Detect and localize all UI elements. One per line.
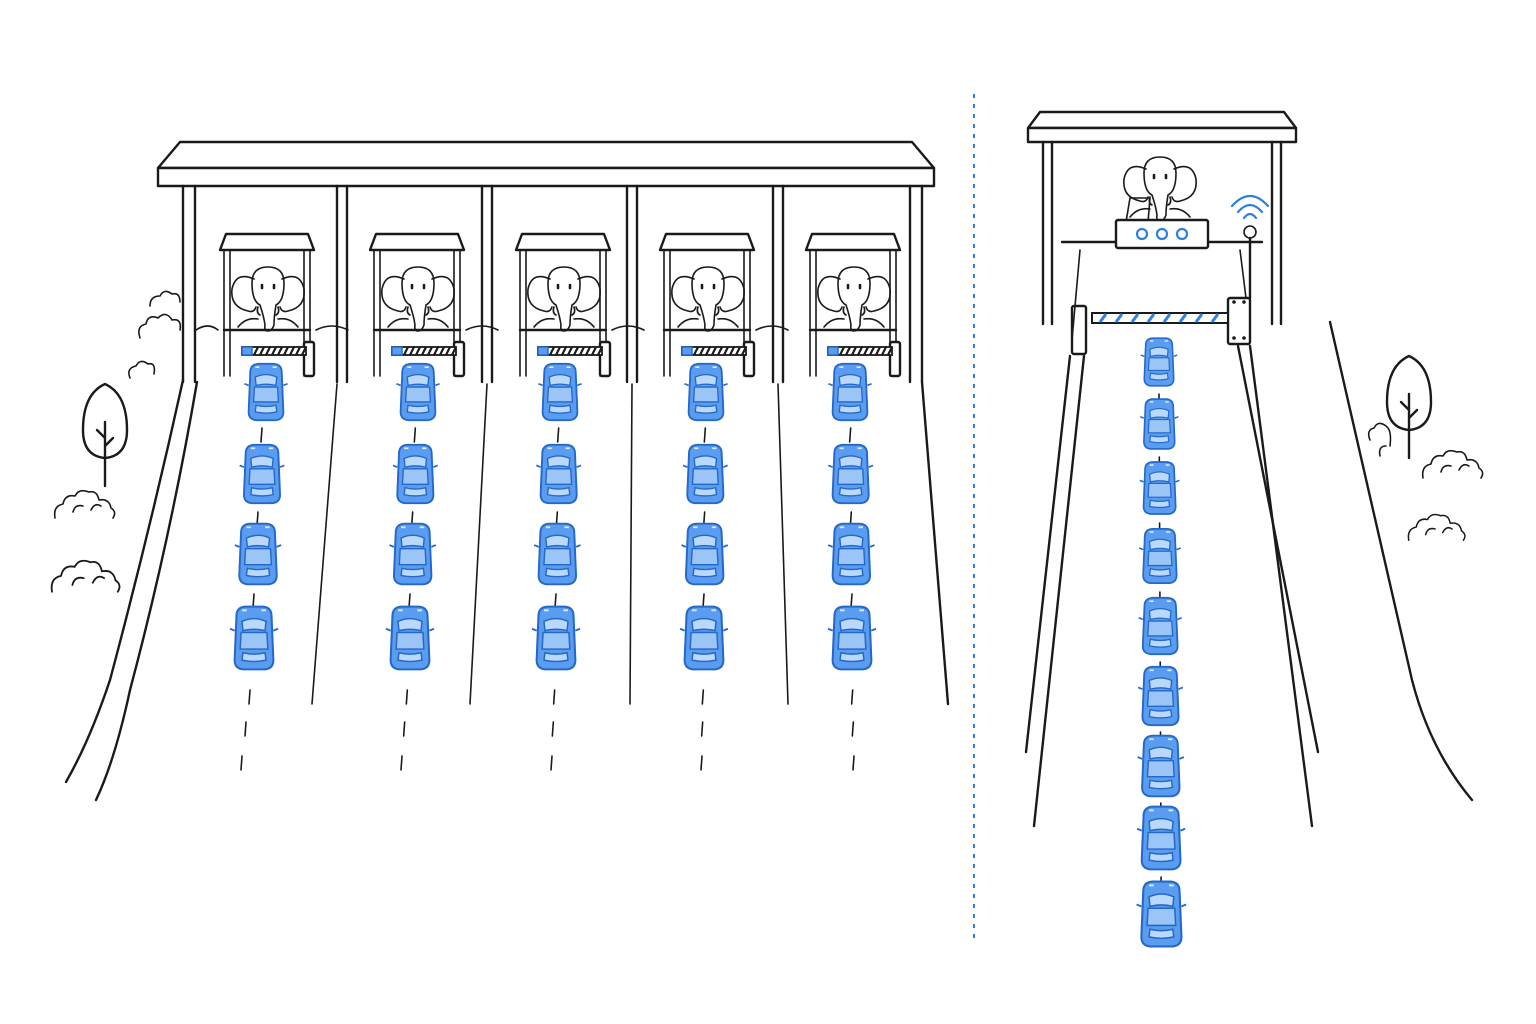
car-icon: [1139, 398, 1180, 450]
gantry-road-edges: [1024, 249, 1474, 828]
tree-icon: [1385, 354, 1433, 460]
car-icon: [385, 605, 435, 671]
car-icon: [827, 362, 873, 422]
car-icon: [233, 522, 283, 586]
plaza-pillars: [181, 184, 924, 384]
toll-booth: [218, 232, 316, 378]
car-icon: [1137, 596, 1183, 656]
toll-booth: [368, 232, 466, 378]
car-icon: [388, 522, 437, 586]
bush-icon: [128, 290, 182, 379]
elephant-attendant-icon: [670, 265, 746, 333]
car-icon: [238, 443, 286, 505]
control-console-icon: [1114, 218, 1210, 250]
gantry-lane-cars: [1135, 337, 1188, 948]
car-icon: [535, 443, 582, 505]
bush-icon: [53, 489, 116, 519]
car-icon: [392, 443, 439, 505]
car-icon: [537, 362, 583, 422]
car-icon: [827, 443, 874, 505]
blue-boom-barrier-icon: [1091, 312, 1229, 324]
wireless-signal-icon: [1230, 194, 1270, 300]
car-icon: [1135, 880, 1188, 948]
roadside-scenery: [50, 290, 1484, 593]
car-icon: [1139, 337, 1179, 387]
car-icon: [1136, 734, 1185, 798]
toll-booth: [658, 232, 756, 378]
toll-booth: [514, 232, 612, 378]
car-icon: [680, 522, 729, 586]
elephant-with-laptop-icon: [1119, 155, 1198, 223]
car-icon: [531, 605, 581, 671]
car-icon: [395, 362, 441, 422]
elephant-attendant-icon: [526, 265, 602, 333]
car-icon: [1138, 528, 1182, 584]
car-icon: [533, 522, 582, 586]
bush-icon: [1367, 422, 1392, 457]
manual-toll-plaza: [64, 140, 950, 802]
manual-road-edges: [64, 378, 950, 802]
toll-booths: [195, 232, 902, 378]
gantry-pillars: [1041, 140, 1283, 326]
car-icon: [243, 362, 289, 422]
elephant-attendant-icon: [380, 265, 456, 333]
striped-boom-barrier-icon: [391, 346, 457, 356]
car-icon: [1138, 461, 1181, 515]
bush-icon: [1407, 513, 1466, 542]
car-icon: [827, 522, 876, 586]
bush-icon: [1421, 449, 1484, 479]
elephant-attendant-icon: [230, 265, 306, 333]
striped-boom-barrier-icon: [681, 346, 747, 356]
gantry-barrier-posts: [1070, 296, 1252, 356]
car-icon: [1137, 665, 1184, 727]
car-icon: [679, 605, 729, 671]
gantry-roof: [1026, 110, 1298, 144]
striped-boom-barrier-icon: [241, 346, 307, 356]
car-icon: [827, 605, 877, 671]
car-icon: [682, 443, 729, 505]
toll-booth: [804, 232, 902, 378]
car-icon: [229, 605, 279, 671]
bush-icon: [50, 559, 121, 593]
elephant-attendant-icon: [816, 265, 892, 333]
striped-boom-barrier-icon: [537, 346, 603, 356]
striped-boom-barrier-icon: [827, 346, 893, 356]
tree-icon: [81, 382, 129, 488]
electronic-toll-gantry: [1024, 110, 1474, 948]
plaza-canopy-roof: [156, 140, 936, 188]
car-icon: [1136, 805, 1187, 871]
car-icon: [683, 362, 729, 422]
